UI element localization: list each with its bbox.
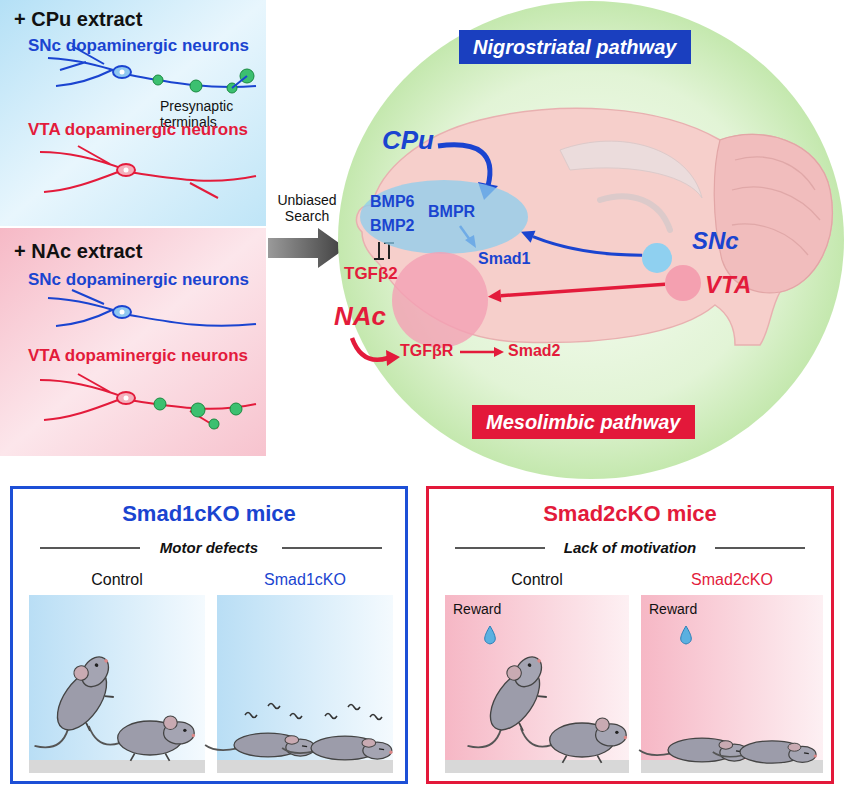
neuron-label: SNc dopaminergic neurons	[28, 36, 249, 56]
reward-label: Reward	[453, 601, 501, 617]
pathway-box: Mesolimbic pathway	[472, 405, 695, 439]
receptor-label: BMPR	[428, 203, 475, 221]
projection-arrow	[521, 231, 642, 256]
region-name: VTA	[705, 271, 751, 299]
scene-label: Control	[445, 571, 629, 589]
reward-label: Reward	[649, 601, 697, 617]
arrow-head	[488, 289, 501, 302]
mouse-scene: Smad1cKO	[217, 595, 393, 773]
result-panel: Smad1cKO miceMotor defectsControlSmad1cK…	[10, 486, 408, 784]
scene-label: Control	[29, 571, 205, 589]
phenotype-label: Lack of motivation	[429, 539, 831, 556]
result-panel: Smad2cKO miceLack of motivationControlRe…	[426, 486, 834, 784]
mouse-scene: ControlReward	[445, 595, 629, 773]
panel-title: + NAc extract	[14, 240, 142, 263]
scene-label: Smad2cKO	[641, 571, 823, 589]
region-name: NAc	[334, 302, 386, 332]
nucleus-circle: SNc	[642, 243, 672, 273]
signal-label: Smad1	[478, 250, 530, 268]
brain-region: NAcTGFβ2	[392, 252, 488, 348]
pathway-box: Nigrostriatal pathway	[459, 30, 691, 64]
panel-title: Smad2cKO mice	[429, 501, 831, 526]
mouse-scene: Control	[29, 595, 205, 773]
brain-region: CPuBMP6BMP2BMPR	[360, 180, 528, 254]
arrow-head	[521, 231, 535, 243]
factor-label: BMP6	[370, 193, 414, 211]
projection-arrow	[488, 284, 665, 302]
extract-panel: + CPu extractSNc dopaminergic neuronsPre…	[0, 0, 266, 226]
neuron-label: SNc dopaminergic neurons	[28, 270, 249, 290]
scene-label: Smad1cKO	[217, 571, 393, 589]
panel-title: Smad1cKO mice	[13, 501, 405, 526]
phenotype-label: Motor defects	[13, 539, 405, 556]
nucleus-circle: VTA	[665, 265, 701, 301]
factor-label: BMP2	[370, 217, 414, 235]
arrow-label: Unbiased Search	[262, 192, 352, 224]
pathway-title: Nigrostriatal pathway	[473, 36, 676, 59]
pathway-title: Mesolimbic pathway	[486, 411, 681, 434]
extract-panel: + NAc extractSNc dopaminergic neuronsVTA…	[0, 228, 266, 456]
mouse-scene: Smad2cKOReward	[641, 595, 823, 773]
panel-title: + CPu extract	[14, 8, 142, 31]
projection-line	[533, 237, 642, 256]
signal-label: Smad2	[508, 342, 560, 360]
signal-label: TGFβR	[400, 342, 453, 360]
region-name: CPu	[382, 126, 434, 156]
projection-line	[501, 284, 665, 295]
neuron-label: VTA dopaminergic neurons	[28, 120, 248, 140]
factor-label: TGFβ2	[344, 264, 398, 284]
region-name: SNc	[692, 227, 739, 255]
neuron-label: VTA dopaminergic neurons	[28, 346, 248, 366]
